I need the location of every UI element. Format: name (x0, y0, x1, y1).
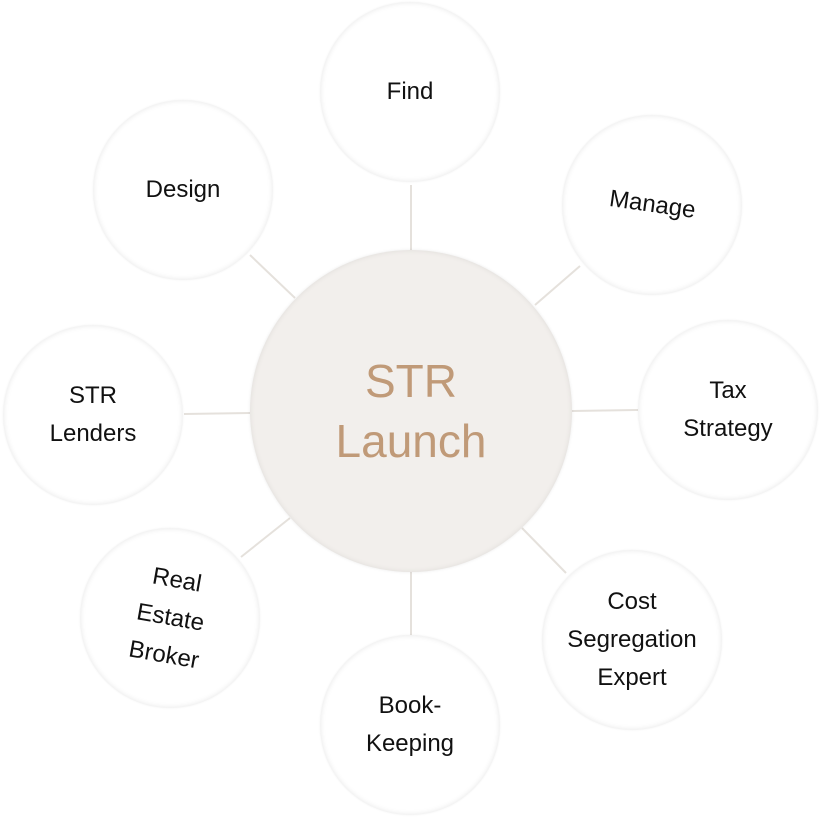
node-label: Find (386, 78, 434, 105)
node-label: Design (145, 176, 221, 203)
node-label: Book- Keeping (365, 692, 455, 757)
node-cost-segregation[interactable]: Cost Segregation Expert (542, 550, 722, 730)
node-label: Real Estate Broker (126, 562, 206, 675)
node-label: Tax Strategy (683, 377, 773, 442)
node-label: Cost Segregation Expert (567, 588, 697, 691)
connector-str-lenders (183, 412, 251, 415)
connector-manage (534, 265, 581, 306)
node-str-lenders[interactable]: STR Lenders (3, 325, 183, 505)
node-book-keeping[interactable]: Book- Keeping (320, 635, 500, 815)
node-manage[interactable]: Manage (562, 115, 742, 295)
connector-tax-strategy (571, 409, 639, 412)
connector-cost-segregation (521, 527, 567, 574)
connector-design (249, 254, 296, 299)
connector-real-estate-broker (240, 517, 291, 558)
node-label: STR Lenders (49, 382, 137, 447)
node-design[interactable]: Design (93, 100, 273, 280)
center-label: STR Launch (335, 355, 487, 467)
node-real-estate-broker[interactable]: Real Estate Broker (80, 528, 260, 708)
node-find[interactable]: Find (320, 2, 500, 182)
node-tax-strategy[interactable]: Tax Strategy (638, 320, 818, 500)
center-node-str-launch: STR Launch (250, 250, 572, 572)
node-label: Manage (607, 185, 697, 224)
